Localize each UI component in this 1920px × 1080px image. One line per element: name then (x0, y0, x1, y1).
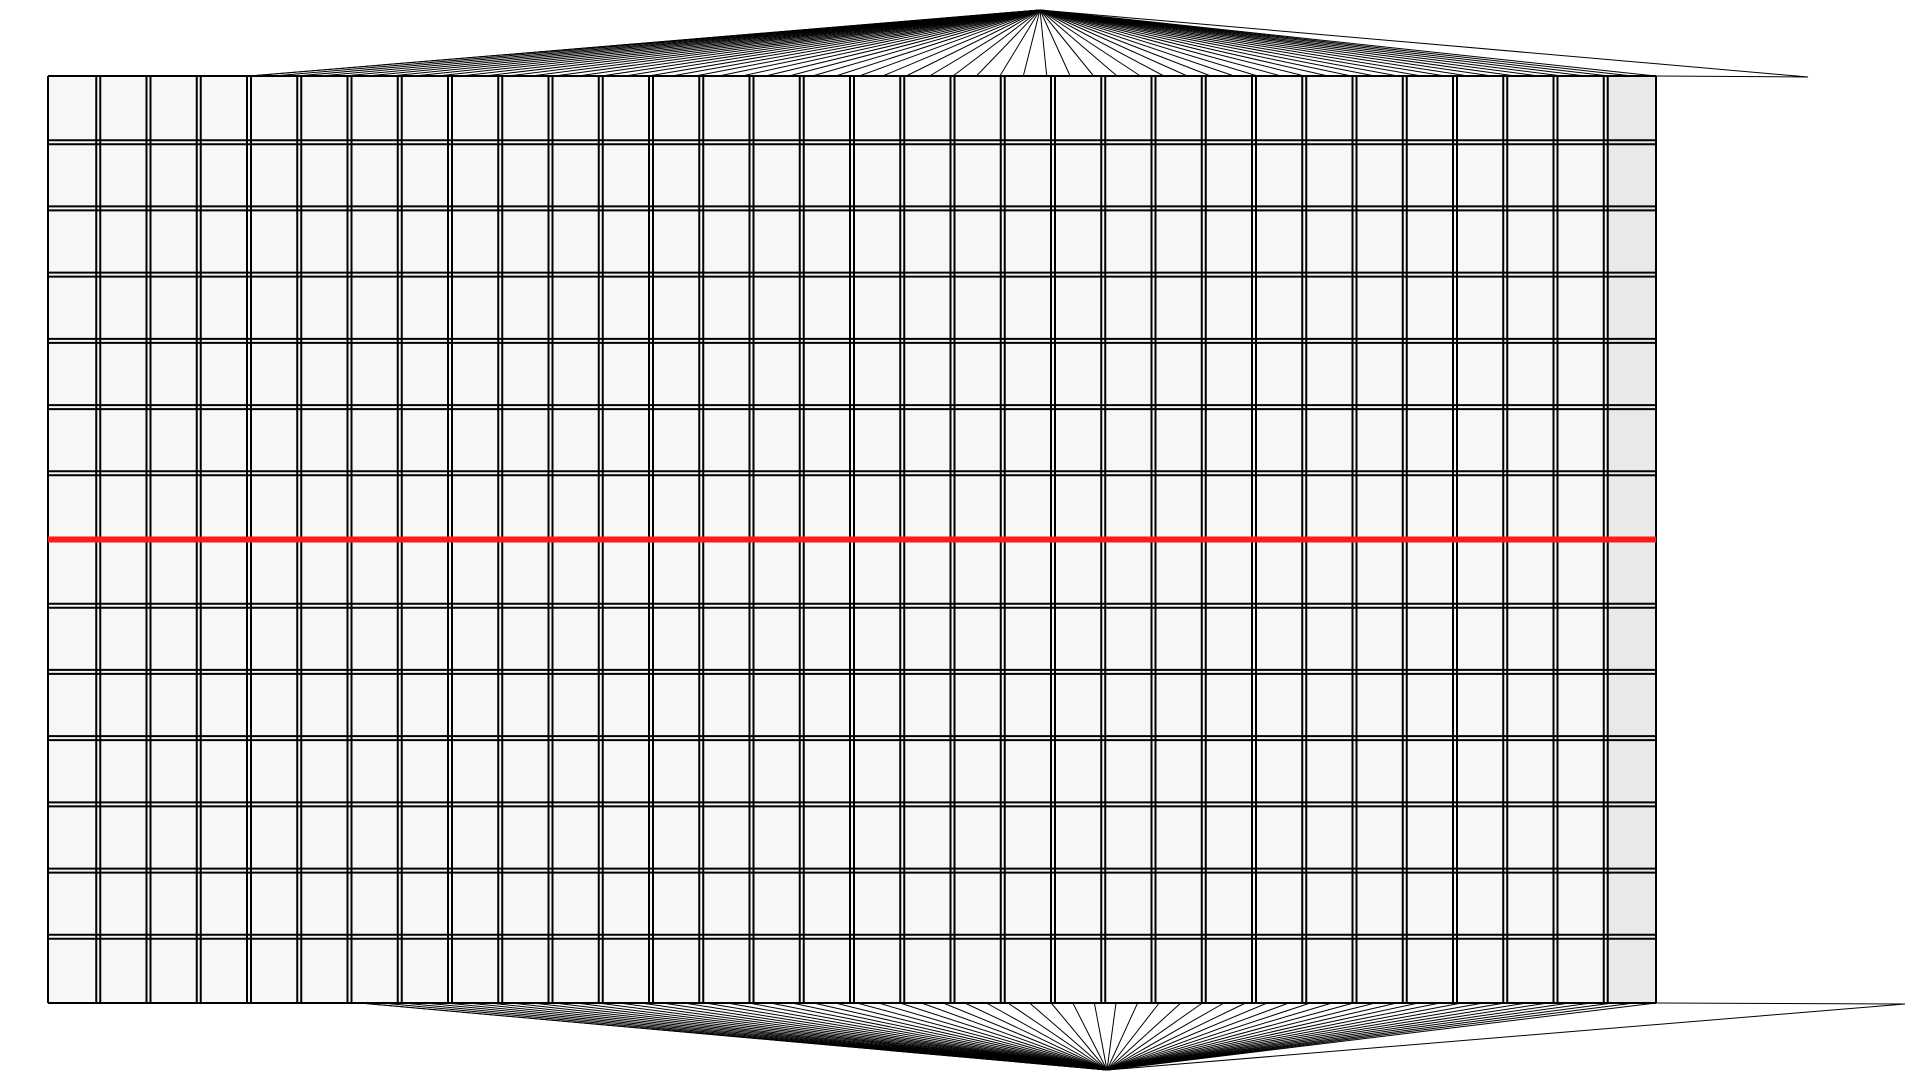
top-fan-line (601, 9, 1041, 77)
bottom-fan-line (619, 1002, 1108, 1071)
top-fan (249, 9, 1809, 78)
bottom-fan-line (1106, 1002, 1462, 1071)
top-fan-line (1039, 9, 1165, 77)
top-fan-line (1039, 9, 1305, 77)
bottom-fan-line (1106, 1002, 1549, 1071)
bottom-fan-line (835, 1002, 1108, 1071)
bottom-fan-line (770, 1002, 1108, 1071)
bottom-fan-line (727, 1002, 1108, 1071)
bottom-fan-line (1106, 1002, 1289, 1071)
top-fan-line (1039, 9, 1258, 77)
top-fan-line (577, 9, 1041, 77)
top-fan-line (624, 9, 1041, 77)
bottom-fan-line (921, 1002, 1108, 1071)
bottom-fan-line (878, 1002, 1108, 1071)
top-fan-line (1039, 9, 1329, 77)
bottom-fan-line (1106, 1002, 1268, 1071)
top-fan-line (905, 9, 1041, 77)
top-fan-line (1039, 9, 1071, 77)
top-fan-line (929, 9, 1041, 77)
top-fan-line (976, 9, 1041, 77)
bottom-fan-line (1106, 1002, 1484, 1071)
top-fan-line (507, 9, 1041, 77)
bottom-fan-line (662, 1002, 1108, 1071)
top-fan-line (1039, 9, 1094, 77)
bottom-fan-line (1106, 1002, 1160, 1071)
bottom-fan-line (1106, 1002, 1203, 1071)
bottom-fan-line (791, 1002, 1108, 1071)
bottom-fan-line (1106, 1002, 1505, 1071)
bottom-fan-line (856, 1002, 1108, 1071)
top-fan-line (648, 9, 1041, 77)
top-fan-line (671, 9, 1041, 77)
bottom-fan-line (1093, 1002, 1108, 1071)
top-fan-line (718, 9, 1041, 77)
bottom-fan-line (813, 1002, 1108, 1071)
bottom-fan-line (705, 1002, 1108, 1071)
bottom-fan-line (1106, 1002, 1311, 1071)
bottom-fan-line (1029, 1002, 1108, 1071)
bottom-fan-line (1007, 1002, 1108, 1071)
top-fan-line (1039, 9, 1188, 77)
top-fan-line (1039, 9, 1422, 77)
bottom-fan-line (1106, 1002, 1182, 1071)
top-fan-line (531, 9, 1041, 77)
top-fan-line (1039, 9, 1446, 77)
bottom-fan-line (943, 1002, 1108, 1071)
top-fan-line (1039, 9, 1399, 77)
bottom-fan-line (1106, 1002, 1333, 1071)
bottom-fan-line (1106, 1002, 1246, 1071)
top-fan-line (999, 9, 1041, 77)
bottom-fan-line (1106, 1002, 1441, 1071)
bottom-fan-line (1106, 1002, 1657, 1071)
bottom-fan-line (1106, 1002, 1376, 1071)
bottom-fan-line (1106, 1002, 1117, 1071)
top-fan-line (1039, 9, 1048, 77)
bottom-fan-line (1106, 1002, 1527, 1071)
bottom-fan-line (964, 1002, 1108, 1071)
top-fan-line (765, 9, 1041, 77)
top-fan-line (1039, 9, 1282, 77)
bottom-fan-line (1050, 1002, 1108, 1071)
bottom-fan-line (640, 1002, 1108, 1071)
top-fan-line (1039, 9, 1235, 77)
bottom-fan-line (986, 1002, 1108, 1071)
top-fan-line (952, 9, 1041, 77)
top-fan-line (1039, 9, 1141, 77)
bottom-fan-line (899, 1002, 1108, 1071)
top-fan-line (1039, 9, 1516, 77)
top-fan-line (882, 9, 1041, 77)
top-fan-line (1039, 9, 1493, 77)
top-fan-line (1039, 9, 1375, 77)
top-fan-line (1022, 9, 1041, 77)
top-fan-line (1039, 9, 1657, 77)
top-fan-line (1039, 9, 1469, 77)
top-fan-line (859, 9, 1041, 77)
bottom-fan-line (1106, 1002, 1397, 1071)
top-fan-line (741, 9, 1041, 77)
top-fan-line (835, 9, 1041, 77)
top-fan-line (812, 9, 1041, 77)
bottom-fan-line (1106, 1002, 1354, 1071)
top-fan-line (788, 9, 1041, 77)
top-fan-line (1039, 9, 1352, 77)
bottom-fan-line (1106, 1002, 1225, 1071)
top-fan-line (1039, 9, 1118, 77)
bottom-fan-line (683, 1002, 1108, 1071)
bottom-fan-line (748, 1002, 1108, 1071)
top-fan-line (554, 9, 1041, 77)
bottom-fan-line (1106, 1002, 1419, 1071)
top-fan-line (695, 9, 1041, 77)
bottom-fan (359, 1002, 1906, 1071)
top-fan-line (1039, 9, 1211, 77)
bottom-fan-line (1072, 1002, 1108, 1071)
bottom-fan-line (1106, 1002, 1139, 1071)
